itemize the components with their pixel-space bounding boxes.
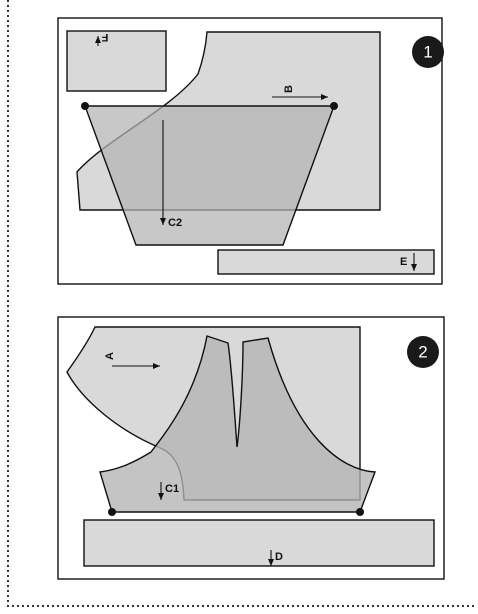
label-a: A — [104, 352, 116, 360]
step-badge-2-number: 2 — [418, 342, 427, 361]
step-badge-1-number: 1 — [423, 42, 432, 61]
label-c1: C1 — [165, 483, 179, 495]
dotted-page-border — [7, 0, 474, 607]
step-badge-2 — [407, 336, 439, 368]
panel-2: A C1 D 2 — [57, 316, 445, 580]
label-c2: C2 — [168, 217, 182, 229]
label-b: B — [283, 85, 295, 93]
piece-c1-shape — [99, 335, 376, 513]
hinge-dot-right-2 — [356, 508, 364, 516]
piece-c2-trapezoid — [83, 105, 336, 246]
hinge-dot-left-2 — [108, 508, 116, 516]
label-d: D — [275, 551, 283, 563]
hinge-dot-left — [81, 102, 89, 110]
label-f: F — [101, 31, 108, 43]
hinge-dot-right — [330, 102, 338, 110]
piece-f-rectangle — [66, 30, 167, 92]
piece-d-strip — [83, 519, 435, 567]
piece-e-strip — [217, 249, 435, 275]
label-e: E — [400, 256, 407, 268]
panel-1: F B C2 E 1 — [57, 17, 444, 285]
step-badge-1 — [412, 36, 444, 68]
